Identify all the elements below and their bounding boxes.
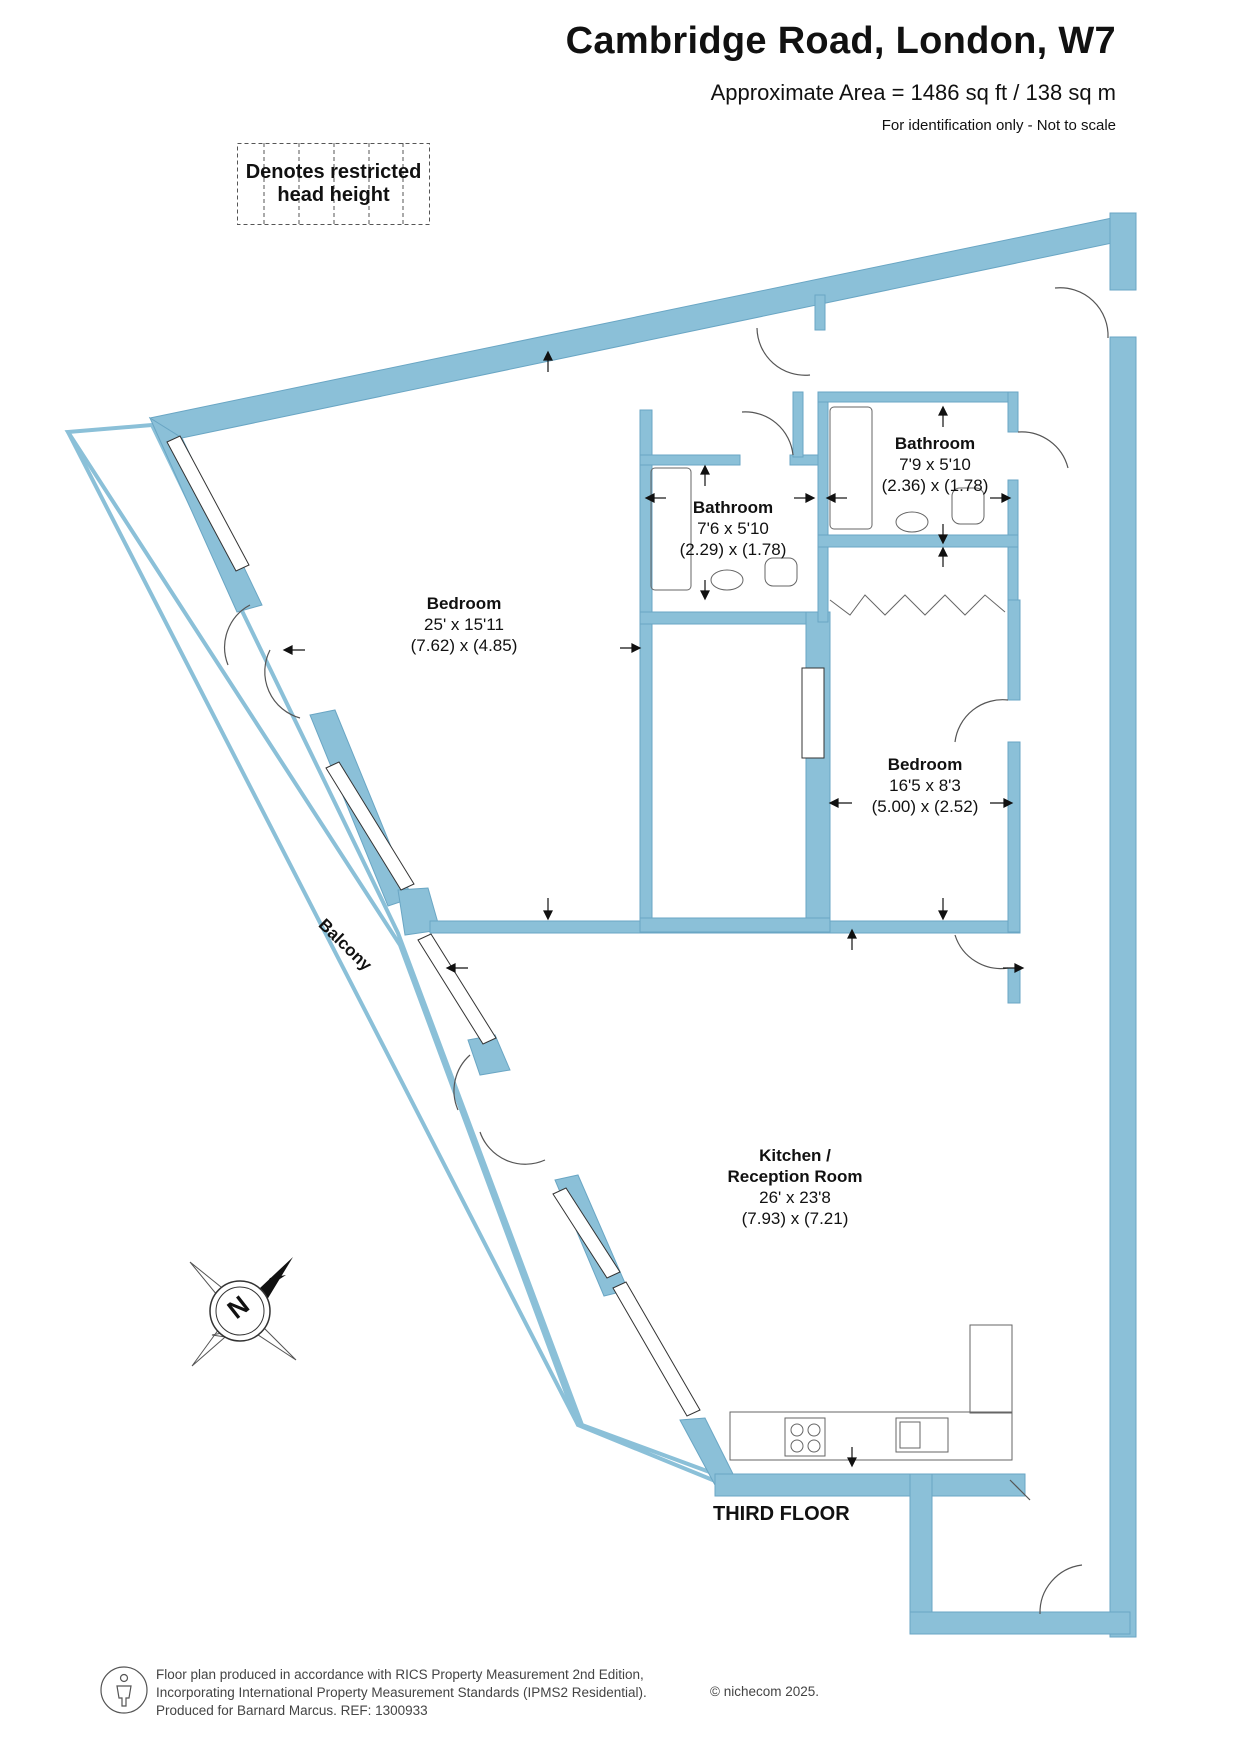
room-name: Bedroom bbox=[426, 594, 502, 613]
room-size-imperial: 7'9 x 5'10 bbox=[899, 455, 971, 474]
room-kitchen-reception: Kitchen / Reception Room 26' x 23'8 (7.9… bbox=[710, 1145, 880, 1229]
room-bathroom-1: Bathroom 7'6 x 5'10 (2.29) x (1.78) bbox=[663, 497, 803, 560]
scale-disclaimer: For identification only - Not to scale bbox=[881, 117, 1116, 134]
footer-line-2: Incorporating International Property Mea… bbox=[156, 1685, 647, 1700]
room-size-metric: (7.62) x (4.85) bbox=[410, 636, 518, 655]
compass-north-icon bbox=[189, 1257, 297, 1367]
windows bbox=[166, 435, 825, 1417]
restricted-height-legend: Denotes restricted head height bbox=[237, 143, 430, 225]
dimension-arrows bbox=[282, 350, 1025, 1468]
room-size-metric: (5.00) x (2.52) bbox=[871, 797, 979, 816]
room-size-imperial: 16'5 x 8'3 bbox=[889, 776, 961, 795]
room-name: Bathroom bbox=[692, 498, 774, 517]
room-bedroom-1: Bedroom 25' x 15'11 (7.62) x (4.85) bbox=[384, 593, 544, 656]
room-name: Bathroom bbox=[894, 434, 976, 453]
room-bathroom-2: Bathroom 7'9 x 5'10 (2.36) x (1.78) bbox=[865, 433, 1005, 496]
room-bedroom-2: Bedroom 16'5 x 8'3 (5.00) x (2.52) bbox=[855, 754, 995, 817]
room-name-line-1: Kitchen / bbox=[759, 1146, 831, 1165]
room-size-metric: (2.36) x (1.78) bbox=[881, 476, 989, 495]
room-size-imperial: 25' x 15'11 bbox=[424, 615, 504, 634]
area-summary: Approximate Area = 1486 sq ft / 138 sq m bbox=[710, 80, 1116, 105]
balcony-outline bbox=[64, 422, 727, 1487]
footer-line-1: Floor plan produced in accordance with R… bbox=[156, 1667, 644, 1682]
door-swings bbox=[224, 287, 1109, 1615]
room-size-metric: (7.93) x (7.21) bbox=[741, 1209, 849, 1228]
interior-walls bbox=[429, 294, 1021, 1004]
room-size-imperial: 7'6 x 5'10 bbox=[697, 519, 769, 538]
room-size-imperial: 26' x 23'8 bbox=[759, 1188, 831, 1207]
restricted-height-swatch bbox=[237, 143, 430, 225]
room-size-metric: (2.29) x (1.78) bbox=[679, 540, 787, 559]
bathroom-fixtures bbox=[650, 406, 985, 591]
kitchen-fittings bbox=[729, 1324, 1013, 1461]
footer-notes: Floor plan produced in accordance with R… bbox=[156, 1666, 647, 1720]
floor-label: THIRD FLOOR bbox=[713, 1503, 850, 1525]
footer-logo-icon bbox=[100, 1666, 148, 1714]
legend-line-2: head height bbox=[277, 184, 390, 206]
plan-title: Cambridge Road, London, W7 bbox=[565, 20, 1116, 62]
room-name: Bedroom bbox=[887, 755, 963, 774]
room-name-line-2: Reception Room bbox=[727, 1167, 863, 1186]
copyright-notice: © nichecom 2025. bbox=[710, 1684, 820, 1699]
legend-line-1: Denotes restricted bbox=[245, 161, 422, 183]
footer-line-3: Produced for Barnard Marcus. REF: 130093… bbox=[156, 1703, 428, 1718]
wardrobe-doors bbox=[829, 594, 1006, 616]
